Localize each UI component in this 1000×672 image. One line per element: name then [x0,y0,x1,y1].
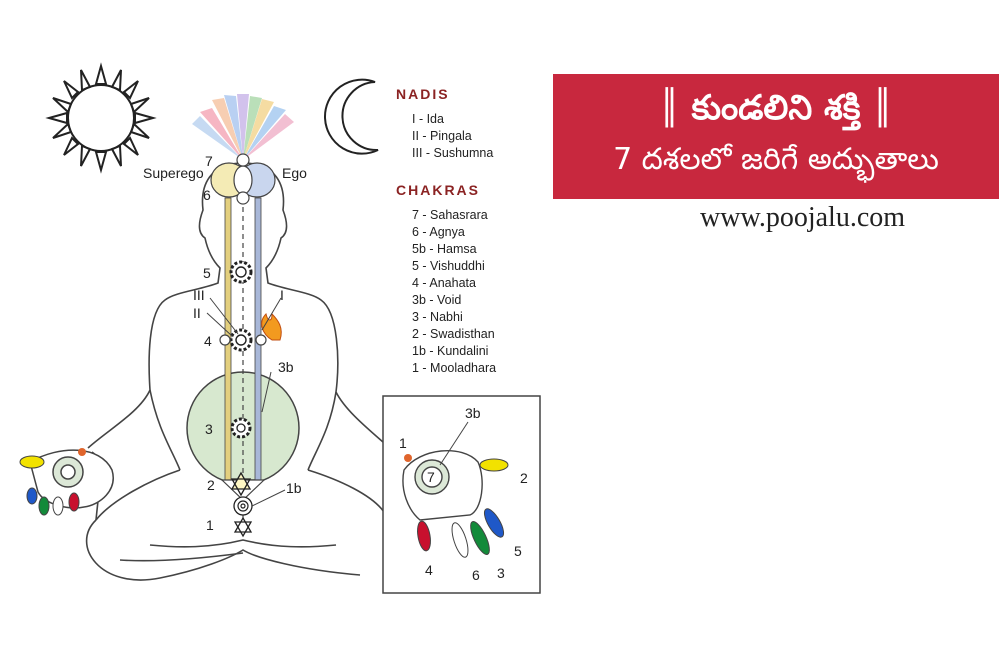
hand-label-4: 4 [425,562,433,578]
label-7: 7 [205,153,213,169]
hand-label-6: 6 [472,567,480,583]
sun-icon [49,66,153,170]
label-3b: 3b [278,359,294,375]
chakra-item: 4 - Anahata [412,276,476,290]
chakra-item: 1 - Mooladhara [412,361,496,375]
label-I: I [280,287,284,303]
crown-rays [192,94,294,160]
chakra-anahata-icon [231,330,251,350]
chakra-item: 1b - Kundalini [412,344,488,358]
nadis-title: NADIS [396,86,450,102]
chakra-nabhi-icon [232,419,250,437]
hand-label-3b: 3b [465,405,481,421]
label-III: III [193,287,205,303]
label-3: 3 [205,421,213,437]
label-II: II [193,305,201,321]
nadis-legend: NADIS I - Ida II - Pingala III - Sushumn… [396,86,493,160]
chakras-legend: CHAKRAS 7 - Sahasrara 6 - Agnya 5b - Ham… [396,182,496,375]
nadi-item: II - Pingala [412,129,472,143]
chakra-item: 3 - Nabhi [412,310,463,324]
chakra-item: 7 - Sahasrara [412,208,488,222]
banner-title-text: కుండలిని శక్తి [692,88,861,128]
chakra-item: 3b - Void [412,293,461,307]
hand-label-7: 7 [427,469,435,485]
chakra-item: 6 - Agnya [412,225,465,239]
label-4: 4 [204,333,212,349]
website-link[interactable]: www.poojalu.com [700,202,905,234]
chakra-item: 5b - Hamsa [412,242,477,256]
label-5: 5 [203,265,211,281]
label-1b: 1b [286,480,302,496]
left-hand [20,448,113,515]
chakra-mooladhara-icon [235,518,251,536]
moon-icon [325,80,378,154]
hand-label-5: 5 [514,543,522,559]
chakra-item: 2 - Swadisthan [412,327,495,341]
banner-title-line1: ║ కుండలిని శక్తి ║ [553,86,999,130]
nadi-channels [222,198,264,520]
hand-inset: 3b 1 7 2 5 4 6 3 [383,396,540,593]
kundalini-coil-icon [234,497,252,515]
banner-bar-right: ║ [872,88,892,128]
chakra-item: 5 - Vishuddhi [412,259,485,273]
label-1: 1 [206,517,214,533]
chakras-title: CHAKRAS [396,182,480,198]
nadi-item: III - Sushumna [412,146,493,160]
label-6: 6 [203,187,211,203]
label-2: 2 [207,477,215,493]
banner-title-line2: 7 దశలలో జరిగే అద్భుతాలు [553,140,999,180]
label-superego: Superego [143,165,204,181]
chakra-vishuddhi-icon [231,262,251,282]
hand-label-2: 2 [520,470,528,486]
label-ego: Ego [282,165,307,181]
hand-label-1: 1 [399,435,407,451]
nadi-item: I - Ida [412,112,444,126]
hand-label-3: 3 [497,565,505,581]
banner-bar-left: ║ [659,88,679,128]
title-banner: ║ కుండలిని శక్తి ║ 7 దశలలో జరిగే అద్భుతా… [553,74,999,199]
